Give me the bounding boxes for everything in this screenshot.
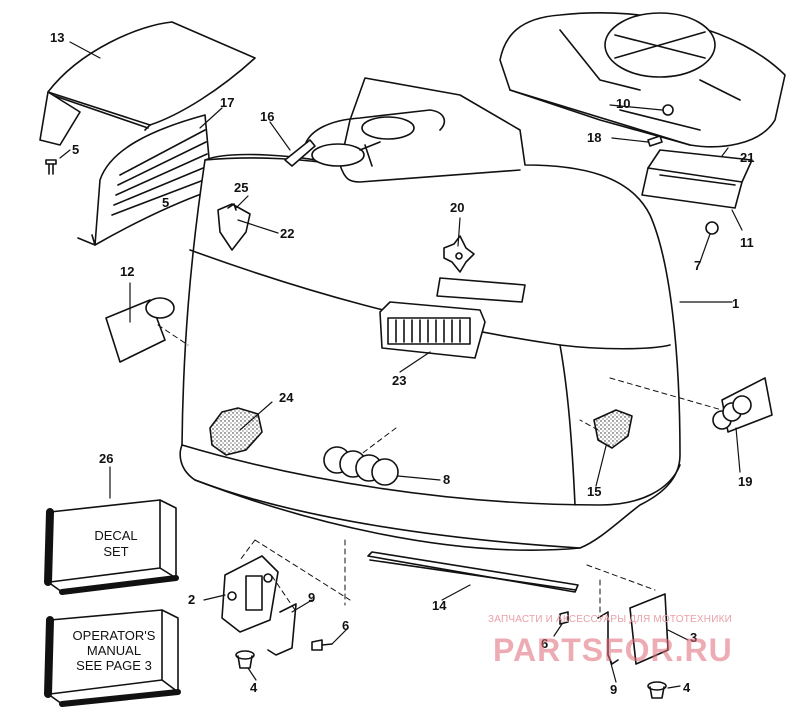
callout-25: 25	[234, 180, 248, 195]
callout-17: 17	[220, 95, 234, 110]
rear-lid-part	[39, 21, 256, 146]
nut-part	[705, 221, 719, 235]
operators-manual-box	[44, 609, 181, 707]
callout-9: 9	[308, 590, 315, 605]
grommet-part	[647, 681, 667, 699]
callout-21: 21	[740, 150, 754, 165]
manual-box-line-3: SEE PAGE 3	[76, 658, 152, 673]
callout-2: 2	[188, 592, 195, 607]
grille-panel-part	[77, 114, 213, 246]
callout-19: 19	[738, 474, 752, 489]
clip-part	[267, 603, 297, 656]
callout-22: 22	[280, 226, 294, 241]
callout-20: 20	[450, 200, 464, 215]
callout-10: 10	[616, 96, 630, 111]
plate-part	[629, 593, 669, 665]
callout-12: 12	[120, 264, 134, 279]
callout-14: 14	[432, 598, 447, 613]
callout-24: 24	[279, 390, 294, 405]
callout-7: 7	[694, 258, 701, 273]
clip-part	[597, 611, 619, 665]
callout-1: 1	[732, 296, 739, 311]
grommet-part	[235, 650, 255, 669]
callout-5: 5	[72, 142, 79, 157]
decal-box-line-2: SET	[103, 544, 128, 559]
callout-13: 13	[50, 30, 64, 45]
screw-part	[311, 639, 323, 651]
side-decal-part	[105, 297, 175, 363]
callout-18: 18	[587, 130, 601, 145]
rear-cowl-part	[499, 12, 786, 148]
callout-11: 11	[740, 235, 754, 250]
intake-box-part	[641, 149, 753, 209]
decal-box-line-1: DECAL	[94, 528, 137, 543]
circle-decal-part	[323, 446, 399, 486]
latch-part	[217, 203, 251, 251]
decal-patch-part	[209, 407, 263, 456]
callout-4b: 4	[683, 680, 691, 695]
manual-box-line-1: OPERATOR'S	[73, 628, 156, 643]
callout-23: 23	[392, 373, 406, 388]
seal-strip-part	[284, 139, 316, 167]
callout-6b: 6	[541, 636, 548, 651]
fastener-part	[647, 104, 674, 147]
callout-16: 16	[260, 109, 274, 124]
side-decal-part	[712, 377, 773, 433]
callout-5b: 5	[162, 195, 169, 210]
callout-15: 15	[587, 484, 601, 499]
callout-3: 3	[690, 630, 697, 645]
callout-4: 4	[250, 680, 258, 695]
decal-set-box	[44, 499, 179, 595]
vent-grille-part	[379, 301, 486, 359]
manual-box-line-2: MANUAL	[87, 643, 141, 658]
callout-6: 6	[342, 618, 349, 633]
decal-patch-part	[593, 409, 633, 449]
watermark-logo: PARTSFOR.RU	[493, 632, 733, 668]
callout-8: 8	[443, 472, 450, 487]
screw-part	[559, 611, 569, 625]
callout-26: 26	[99, 451, 113, 466]
watermark-tagline: ЗАПЧАСТИ И АКСЕССУАРЫ ДЛЯ МОТОТЕХНИКИ	[488, 614, 733, 625]
bracket-part	[221, 555, 279, 633]
callout-labels: 1 2 3 4 4 5 5 6 6 7 8 9 9 10 11 12 13 14…	[50, 30, 754, 697]
callout-9b: 9	[610, 682, 617, 697]
